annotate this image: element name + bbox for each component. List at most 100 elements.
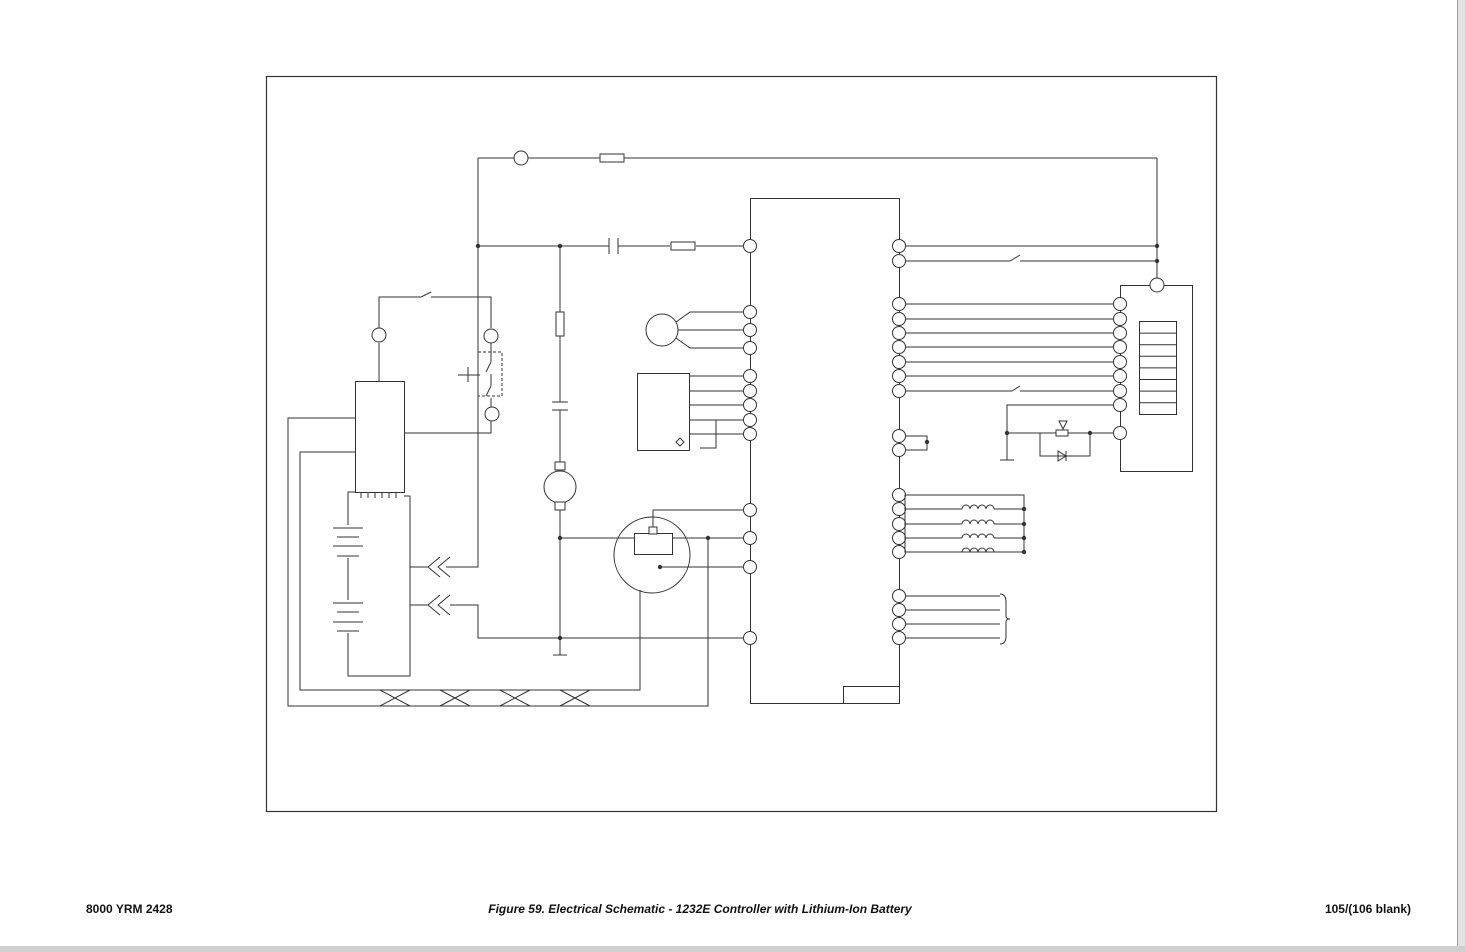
wiring [287,157,1158,707]
controller-right-pin [892,531,906,545]
controller-right-pin [892,355,906,369]
wire [906,435,928,451]
lamp-lb [1055,429,1069,437]
pump-motor-symbol [543,470,577,504]
controller-right-pin [892,340,906,354]
controller-right-pin [892,429,906,443]
pump-motor-brush [554,461,566,471]
horn-symbol [1058,420,1068,431]
junction-dot [475,243,481,249]
controller-right-pin [892,589,906,603]
components [355,150,1193,704]
wire [379,689,411,707]
vertical-scrollbar[interactable] [1458,0,1465,946]
wire [347,491,360,500]
wire [485,361,492,373]
junction-dot [1021,549,1027,555]
wk-pin [1113,398,1127,412]
controller-left-pin [743,341,757,355]
terminal-b-plus [484,406,500,422]
controller-box [750,198,900,704]
controller-right-pin [892,297,906,311]
bms-box [355,381,405,493]
fuse [555,311,565,337]
controller-right-pin [892,239,906,253]
controller-left-pin [743,384,757,398]
wire [378,296,421,328]
wire [559,689,591,707]
wk-pin [1113,326,1127,340]
junction-dot [1154,258,1160,264]
controller-right-pin [892,631,906,645]
wire [446,158,479,568]
wire [652,509,743,527]
controller-right-pin [892,443,906,457]
controller-right-pin [892,517,906,531]
horizontal-scrollbar[interactable] [0,946,1465,952]
footer-figure-caption: Figure 59. Electrical Schematic - 1232E … [488,902,912,916]
wk-pin [1113,369,1127,383]
terminal-b [371,327,387,343]
controller-left-pin [743,369,757,383]
wire [1009,254,1021,262]
junction-dot [1021,521,1027,527]
controller-left-pin [743,323,757,337]
instrument-connector [634,533,673,555]
controller-right-pin [892,369,906,383]
junction-dot [557,243,563,249]
wire [299,451,641,691]
wk-pin [1113,355,1127,369]
wire [431,296,492,328]
wire [450,604,743,639]
wk-pin [1113,384,1127,398]
coil-symbol [961,533,995,539]
controller-left-pin [743,631,757,645]
wire [437,594,451,616]
controller-left-pin [743,531,757,545]
serial-port-brace [999,593,1011,645]
coil-symbol [961,519,995,525]
controller-left-pin [743,398,757,412]
controller-right-pin [892,502,906,516]
footer-doc-number: 8000 YRM 2428 [86,902,173,916]
wire [499,689,531,707]
controller-left-pin [743,413,757,427]
wire [1006,404,1113,460]
junction-dot [657,564,663,570]
wk-top-pin [1149,277,1165,293]
controller-left-pin [743,239,757,253]
wire [485,385,492,397]
wk-pin [1113,297,1127,311]
wk-horn-pin [1113,426,1127,440]
controller-right-pin [892,488,906,502]
junction-dot [557,535,563,541]
thermistor-symbol [675,437,685,447]
junction-dot [1087,430,1093,436]
controller-left-pin [743,503,757,517]
emergency-switch-frame [477,351,503,397]
wire [404,421,492,434]
controller-right-pin [892,312,906,326]
junction-dot [557,635,563,641]
junction-dot [924,439,930,445]
controller-left-pin [743,427,757,441]
wk-pin [1113,312,1127,326]
controller-right-pin [892,384,906,398]
wire [439,689,471,707]
terminal-a [483,328,499,344]
instrument-key [648,526,658,535]
junction-dot [1004,430,1010,436]
controller-right-pin [892,254,906,268]
wire [675,311,743,323]
wire [1039,433,1091,457]
controller-right-pin [892,617,906,631]
controller-rating-box [843,686,900,704]
pump-motor-brush [554,501,566,511]
footer-page-number: 105/(106 blank) [1324,902,1411,916]
wire [437,556,451,578]
schematic-frame [265,75,1218,813]
junction-dot [1021,535,1027,541]
coil-symbol [961,504,995,510]
controller-left-pin [743,305,757,319]
